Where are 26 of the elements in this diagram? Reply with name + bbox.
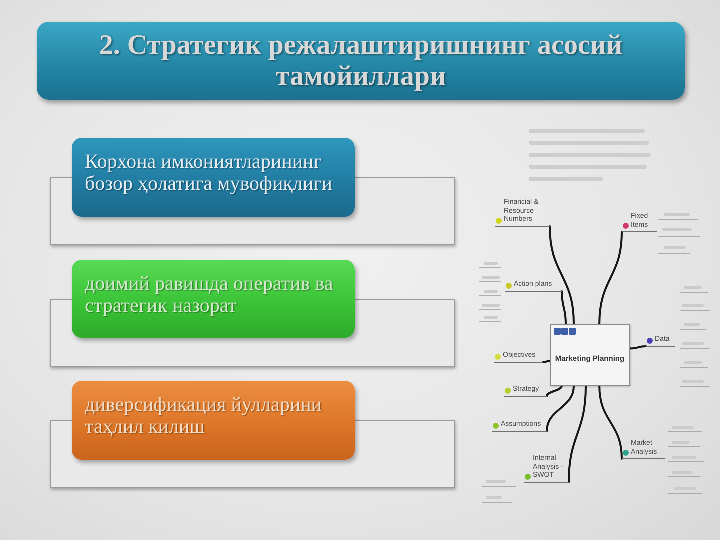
principle-card	[72, 381, 355, 460]
principle-card	[72, 138, 355, 217]
underlined-branch	[504, 386, 547, 396]
branch-curve	[546, 385, 575, 432]
card-text: диверсификация йулларини таҳлил килиш	[85, 394, 323, 438]
underlined-branch	[492, 421, 547, 432]
underlined-branch	[524, 455, 569, 482]
underlined-branch	[646, 336, 675, 346]
card-text: доимий равишда оператив ва стратегик назорат	[85, 273, 334, 317]
branch-curve	[549, 226, 575, 325]
underlined-branch	[495, 199, 550, 226]
underlined-branch	[505, 281, 562, 292]
branch-curve	[598, 385, 623, 460]
topic-box	[550, 324, 630, 386]
branch-curve	[542, 360, 551, 364]
branch-curve	[629, 346, 647, 350]
branch-curve	[598, 231, 623, 325]
underlined-branch	[494, 352, 543, 362]
branch-curve	[568, 385, 587, 484]
principle-card	[72, 260, 355, 338]
slide-title: 2. Стратегик режалаштиришнинг асосий тамойиллари	[98, 30, 624, 92]
underlined-branch	[622, 213, 657, 232]
underlined-branch	[622, 440, 665, 459]
branch-curve	[546, 385, 563, 398]
card-text: Корхона имкониятларининг бозор ҳолатига мувофиқлиги	[85, 151, 334, 195]
branch-curve	[561, 290, 567, 325]
